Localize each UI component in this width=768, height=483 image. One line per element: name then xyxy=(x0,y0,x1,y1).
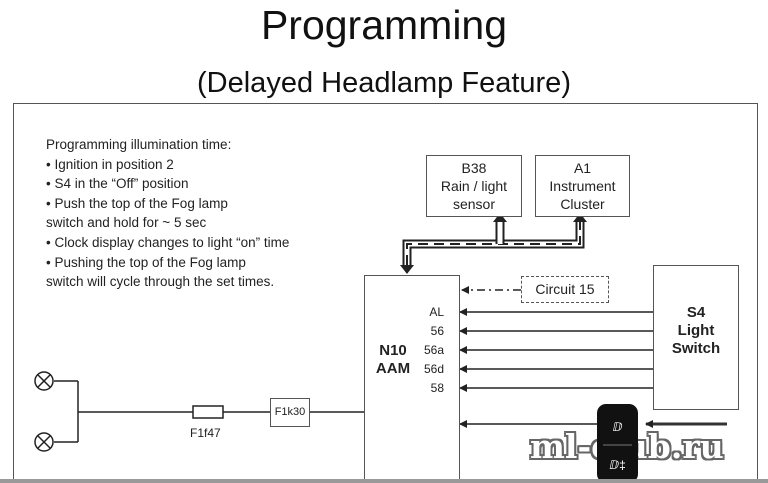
lamp-circuit xyxy=(34,371,364,452)
page-title: Programming xyxy=(260,2,508,48)
fuse-label: F1f47 xyxy=(190,426,221,440)
programming-instructions: Programming illumination time: • Ignitio… xyxy=(46,135,346,292)
instruction-line: switch and hold for ~ 5 sec xyxy=(46,215,207,231)
b38-line1: Rain / light xyxy=(440,178,508,194)
rear-fog-icon: ⅅ‡ xyxy=(609,458,626,472)
n10-name: AAM xyxy=(375,360,411,377)
n10-aam-module xyxy=(364,275,460,483)
instruction-line: switch will cycle through the set times. xyxy=(46,274,275,290)
n10-label: N10 AAM xyxy=(368,342,418,378)
fuse-f1f47 xyxy=(192,405,224,419)
pin-wires xyxy=(459,308,653,428)
a1-code: A1 xyxy=(573,160,592,176)
instruction-line: • Pushing the top of the Fog lamp xyxy=(46,254,246,270)
pin-al: AL xyxy=(429,305,444,319)
s4-line1: Light xyxy=(677,322,715,339)
a1-instrument-cluster: A1 Instrument Cluster xyxy=(535,155,630,217)
page-subtitle: (Delayed Headlamp Feature) xyxy=(197,67,571,99)
front-fog-icon: ⅅ xyxy=(612,420,623,434)
relay-f1k30: F1k30 xyxy=(270,398,310,427)
circuit-15-box: Circuit 15 xyxy=(521,276,609,303)
s4-code: S4 xyxy=(686,304,706,321)
pin-56d: 56d xyxy=(423,362,444,376)
b38-line2: sensor xyxy=(452,196,496,212)
pin-56a: 56a xyxy=(423,343,444,357)
b38-rain-light-sensor: B38 Rain / light sensor xyxy=(426,155,522,217)
lamp-icon xyxy=(34,371,54,391)
pin-58: 58 xyxy=(430,381,444,395)
instruction-line: • Push the top of the Fog lamp xyxy=(46,195,228,211)
s4-line2: Switch xyxy=(671,340,721,357)
pin-56: 56 xyxy=(430,324,444,338)
fog-lamp-switch: ⅅ ⅅ‡ xyxy=(597,404,638,483)
switch-divider xyxy=(603,444,632,446)
can-bus xyxy=(400,213,587,274)
instruction-line: • S4 in the “Off” position xyxy=(46,176,189,192)
lamp-icon xyxy=(34,432,54,452)
a1-line1: Instrument xyxy=(549,178,616,194)
b38-code: B38 xyxy=(461,160,487,176)
diagram-panel xyxy=(13,103,758,483)
f1k30-label: F1k30 xyxy=(274,406,306,418)
instructions-heading: Programming illumination time: xyxy=(46,137,232,152)
a1-line2: Cluster xyxy=(560,196,605,212)
n10-code: N10 xyxy=(379,342,407,359)
instruction-line: • Clock display changes to light “on” ti… xyxy=(46,234,290,250)
bottom-edge xyxy=(0,479,768,483)
s4-light-switch: S4 Light Switch xyxy=(653,265,739,410)
instruction-line: • Ignition in position 2 xyxy=(46,156,174,172)
